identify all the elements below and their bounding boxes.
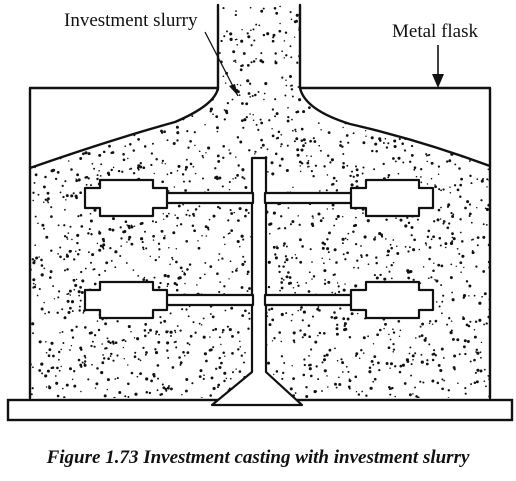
slurry-surface-outline xyxy=(28,3,220,170)
runner-upper-right xyxy=(263,191,355,205)
figure-caption: Figure 1.73 Investment casting with inve… xyxy=(46,447,470,468)
wax-pattern-upper-right xyxy=(349,178,435,218)
wax-sprue xyxy=(210,156,304,407)
metal-flask-label: Metal flask xyxy=(392,21,479,42)
wax-pattern-upper-left xyxy=(83,178,169,218)
runner-lower-right xyxy=(263,293,355,307)
runner-upper-left xyxy=(163,191,255,205)
runner-lower-left xyxy=(163,293,255,307)
metal-flask-outline xyxy=(28,86,492,400)
wax-pattern-lower-left xyxy=(83,280,169,320)
slurry-leader-arrowhead xyxy=(229,84,238,96)
slurry-surface-outline-right xyxy=(298,3,492,168)
investment-slurry-label: Investment slurry xyxy=(64,10,198,31)
flask-arrowhead xyxy=(432,74,444,88)
wax-pattern-lower-right xyxy=(349,280,435,320)
